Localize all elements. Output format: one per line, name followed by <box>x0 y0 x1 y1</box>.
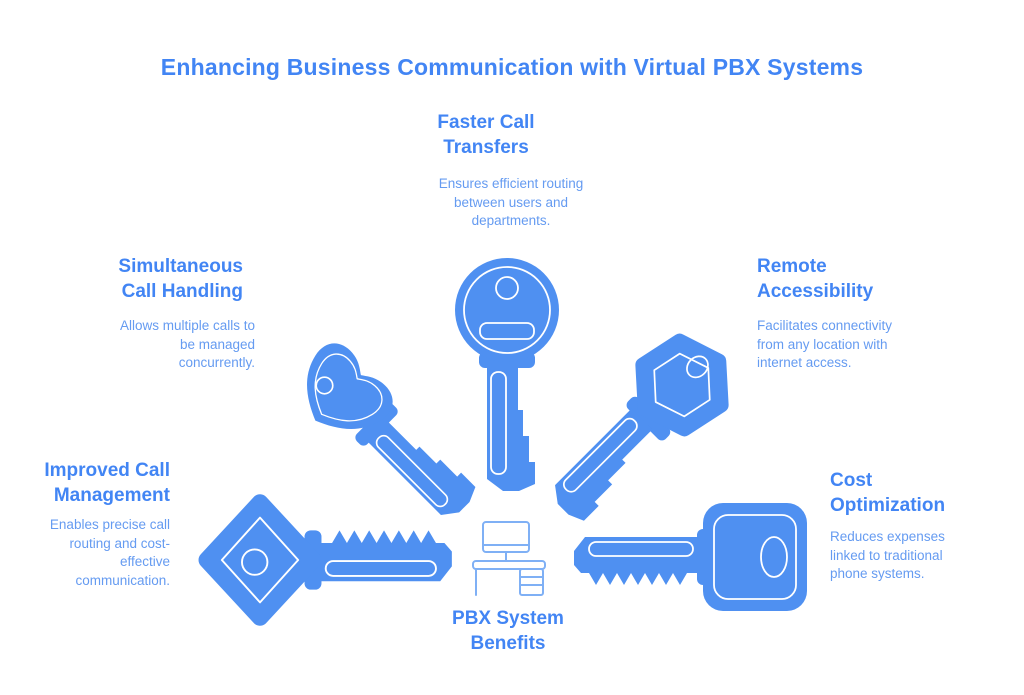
benefit-description-simultaneous-call-handling: Allows multiple calls to be managed conc… <box>119 318 255 370</box>
square-head-key-icon <box>573 503 807 611</box>
page-title: Enhancing Business Communication with Vi… <box>160 54 864 80</box>
heart-head-key-icon <box>307 343 481 529</box>
benefit-title-cost-optimization: Cost Optimization <box>830 470 946 516</box>
benefit-title-simultaneous-call-handling: Simultaneous Call Handling <box>118 256 243 302</box>
benefit-description-cost-optimization: Reduces expenses linked to traditional p… <box>830 529 945 581</box>
benefit-description-remote-accessibility: Facilitates connectivity from any locati… <box>757 318 893 370</box>
round-head-key-icon <box>455 258 559 492</box>
benefit-title-faster-call-transfers: Faster Call Transfers <box>437 112 535 158</box>
benefit-title-remote-accessibility: Remote Accessibility <box>757 256 874 302</box>
benefit-description-improved-call-management: Enables precise call routing and cost- e… <box>49 517 170 588</box>
benefit-title-improved-call-management: Improved Call Management <box>44 460 170 506</box>
diamond-head-key-icon <box>198 494 453 626</box>
benefit-description-faster-call-transfers: Ensures efficient routing between users … <box>438 176 584 228</box>
center-label-pbx-system-benefits: PBX System Benefits <box>452 608 564 654</box>
desk-computer-icon <box>472 521 546 596</box>
hexagon-head-key-icon <box>540 333 729 527</box>
